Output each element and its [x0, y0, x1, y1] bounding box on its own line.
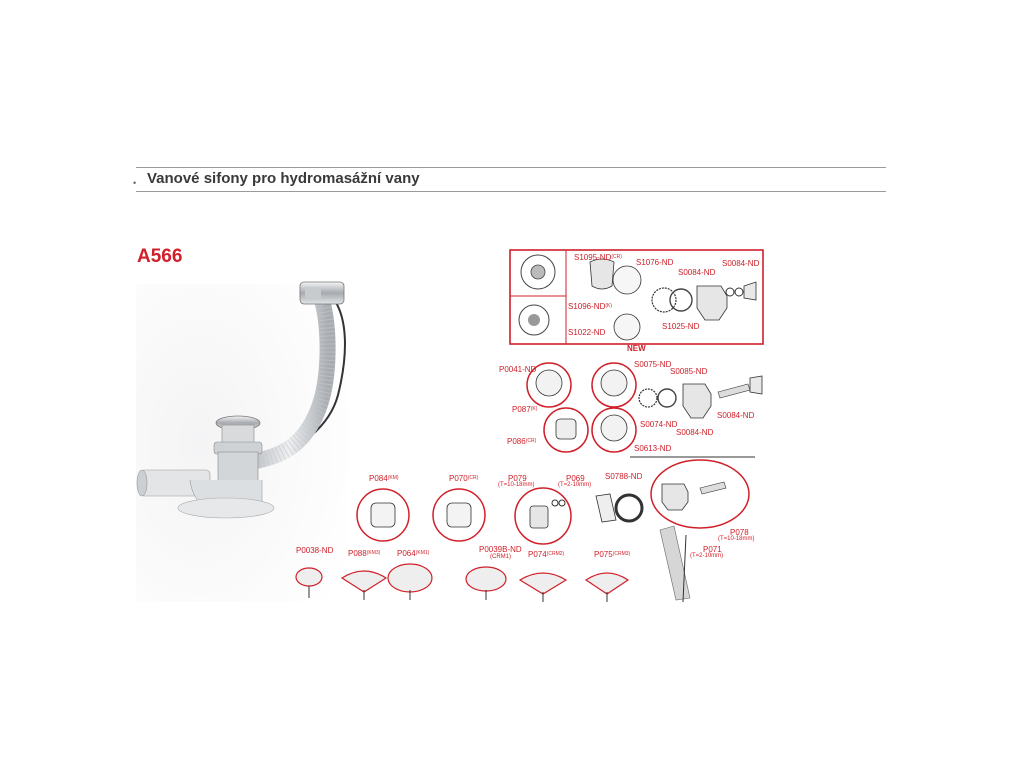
label-p064: P064(KM1) [397, 549, 430, 558]
header-rule-bottom [136, 191, 886, 192]
label-p079-range: (T=10-18mm) [498, 482, 535, 488]
label-s0084-b: S0084-ND [722, 259, 760, 268]
label-p078: P078 [730, 528, 749, 537]
label-p078-range: (T=10-18mm) [718, 536, 755, 542]
label-s0788: S0788-ND [605, 472, 643, 481]
label-p088: P088(KM3) [348, 549, 381, 558]
label-p084: P084(KM) [369, 474, 399, 483]
label-p069: P069 [566, 474, 585, 483]
header-rule-top [136, 167, 886, 168]
label-s1095: S1095-ND(CR) [574, 253, 622, 262]
label-p075: P075(CRM3) [594, 550, 631, 559]
top-parts-box [509, 249, 764, 345]
middle-parts-group [526, 362, 763, 453]
label-p069-range: (T=2-10mm) [558, 482, 592, 488]
label-s0074: S0074-ND [640, 420, 678, 429]
label-s1025: S1025-ND [662, 322, 700, 331]
new-label: NEW [627, 344, 646, 353]
bottom-parts-group [295, 459, 750, 603]
label-s0084-d: S0084-ND [676, 428, 714, 437]
label-s1096: S1096-ND(K) [568, 302, 613, 311]
label-p079: P079 [508, 474, 527, 483]
product-model-label: A566 [137, 246, 183, 267]
label-s0613: S0613-ND [634, 444, 672, 453]
header-bullet: • [133, 178, 137, 188]
label-s0075: S0075-ND [634, 360, 672, 369]
label-p087: P087(K) [512, 405, 538, 414]
label-p0041: P0041-ND [499, 365, 537, 374]
label-p0039b: P0039B-ND [479, 545, 522, 554]
label-s1076: S1076-ND [636, 258, 674, 267]
label-p074: P074(CRM2) [528, 550, 565, 559]
label-p071: P071 [703, 545, 722, 554]
label-p071-range: (T=2-10mm) [690, 553, 724, 559]
label-p0038: P0038-ND [296, 546, 334, 555]
label-s0084-a: S0084-ND [678, 268, 716, 277]
label-p0039b-code: (CRM1) [490, 554, 511, 560]
label-p070: P070(CR) [449, 474, 479, 483]
page-title: Vanové sifony pro hydromasážní vany [147, 170, 420, 187]
label-s0084-c: S0084-ND [717, 411, 755, 420]
label-s1022: S1022-ND [568, 328, 606, 337]
siphon-product-photo [136, 281, 348, 602]
label-s0085: S0085-ND [670, 367, 708, 376]
label-p086: P086(CR) [507, 437, 537, 446]
